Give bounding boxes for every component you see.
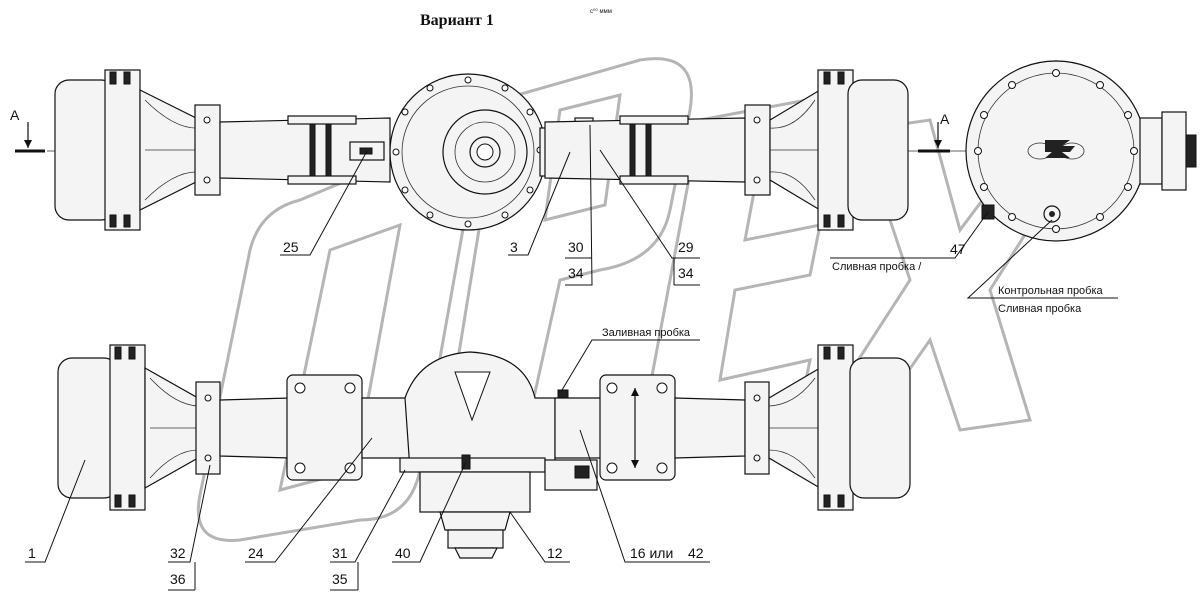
callout-34-b: 34 (678, 265, 694, 281)
callout-29: 29 (678, 239, 694, 255)
section-letter-left: А (10, 107, 20, 123)
top-view-callouts: 25 3 30 34 29 34 (280, 124, 700, 286)
callout-40: 40 (395, 545, 411, 561)
side-view-callouts: 47 Сливная пробка / Контрольная пробка С… (830, 211, 1118, 315)
section-mark-right: А (918, 111, 950, 153)
callout-36: 36 (170, 571, 186, 587)
small-mark: с⁰⁰ ммм (590, 8, 612, 15)
callout-35: 35 (332, 571, 348, 587)
callout-24: 24 (248, 545, 264, 561)
callout-12: 12 (547, 545, 563, 561)
callout-42: 42 (688, 545, 704, 561)
callout-47: 47 (950, 241, 966, 257)
callout-31: 31 (332, 545, 348, 561)
callout-3: 3 (510, 239, 518, 255)
top-view: А (10, 69, 960, 231)
callout-1: 1 (28, 545, 36, 561)
section-letter-right: А (940, 111, 950, 127)
drain-plug-label-1: Сливная пробка / (832, 261, 922, 273)
flow-symbol-icon (1027, 140, 1085, 160)
fill-plug-label: Заливная пробка (602, 327, 691, 339)
callout-16-or: 16 или (630, 545, 673, 561)
housing-bolts-top (392, 76, 544, 228)
section-mark-left: А (10, 107, 45, 153)
drain-plug-label-2: Сливная пробка (998, 303, 1082, 315)
callout-32: 32 (170, 545, 186, 561)
side-view (960, 60, 1197, 242)
callout-30: 30 (568, 239, 584, 255)
diagram-title: Вариант 1 (420, 12, 494, 29)
front-view (57, 344, 911, 559)
callout-25: 25 (283, 239, 299, 255)
front-view-callouts: Заливная пробка 1 32 36 24 31 35 40 12 1… (25, 327, 710, 591)
callout-34-a: 34 (568, 265, 584, 281)
control-plug-label: Контрольная пробка (998, 285, 1104, 297)
